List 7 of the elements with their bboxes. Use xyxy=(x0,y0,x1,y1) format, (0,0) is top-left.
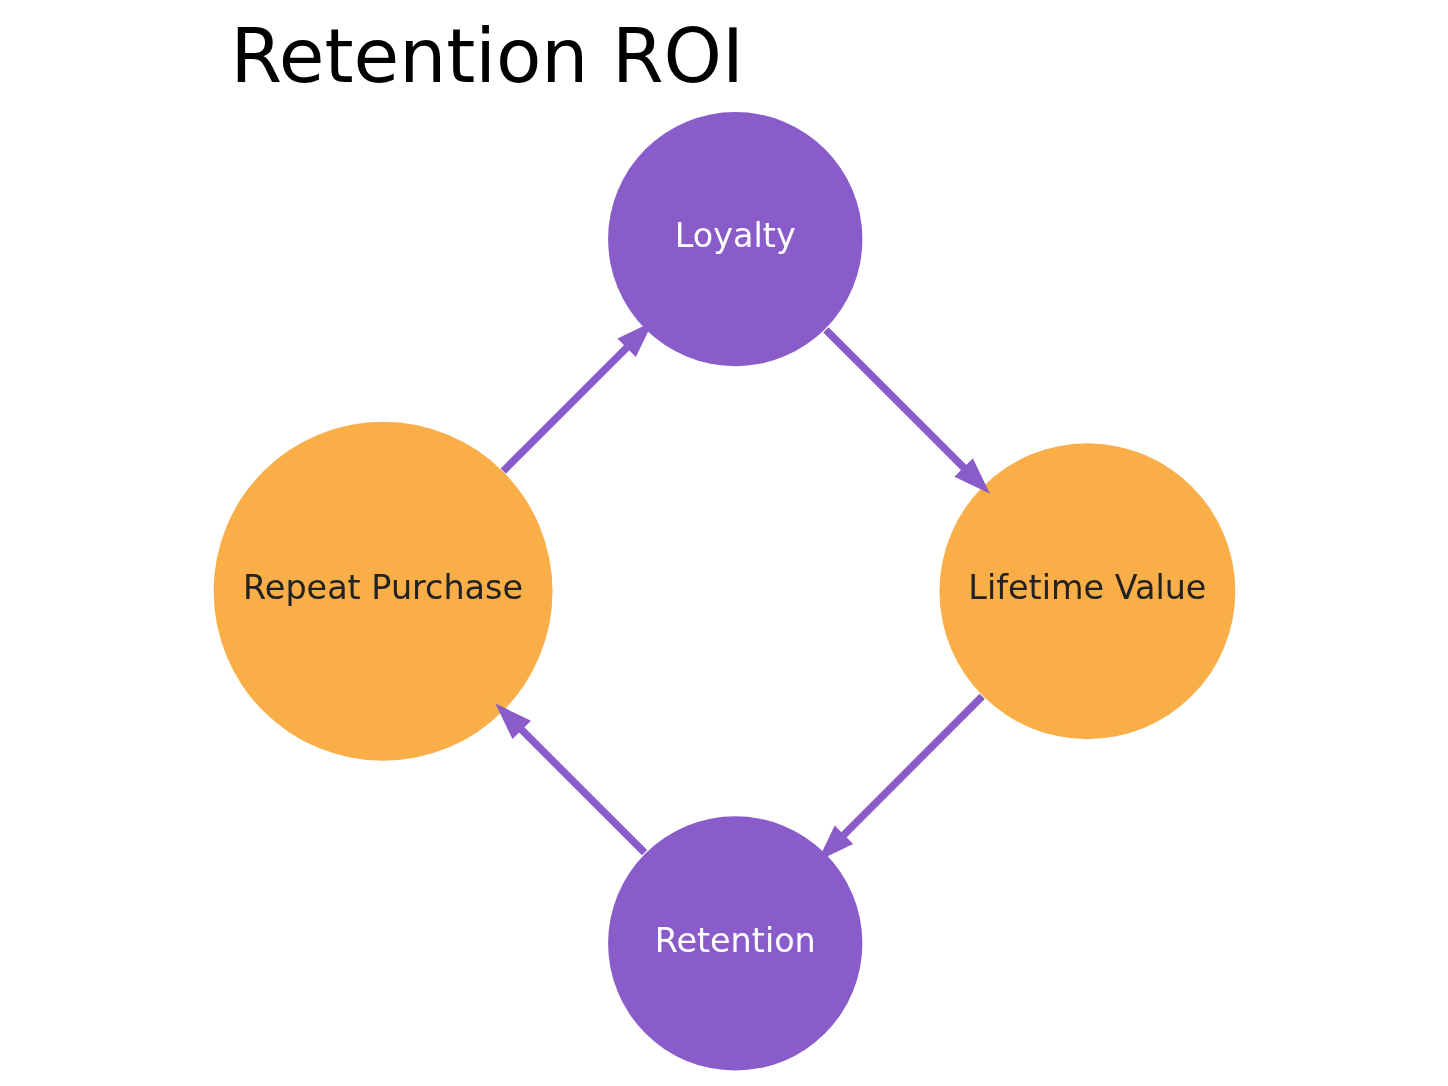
node-circle: Retention xyxy=(607,816,862,1071)
node-circle: Repeat Purchase xyxy=(213,421,553,761)
node-circle: Loyalty xyxy=(607,111,862,367)
diagram-title: Retention ROI xyxy=(229,13,744,101)
arrow xyxy=(822,327,990,494)
node-circle: Lifetime Value xyxy=(938,443,1235,740)
arrow xyxy=(494,703,647,856)
